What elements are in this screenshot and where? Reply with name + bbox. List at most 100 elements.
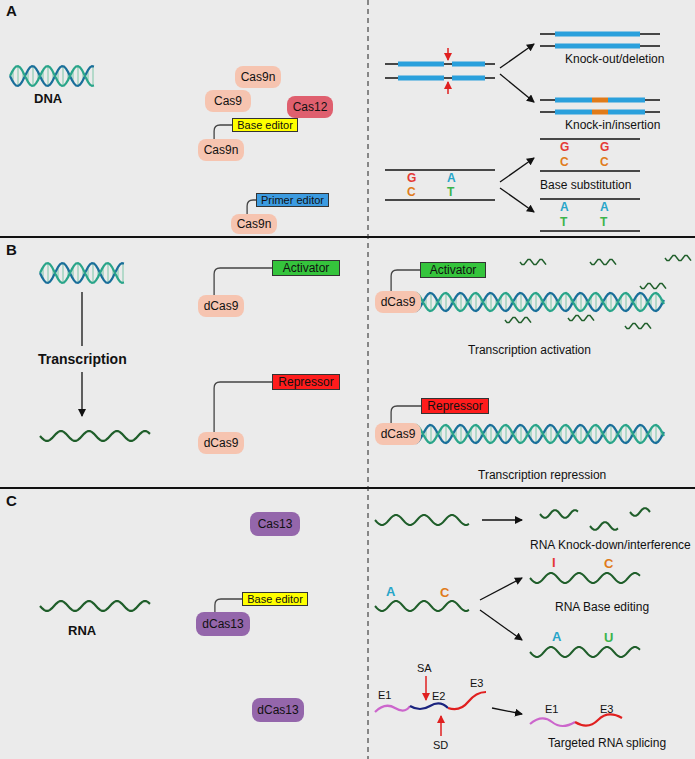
helix-rung [551,293,552,311]
column-divider [368,0,369,759]
helix-rung [93,66,94,86]
linker-line [247,200,256,214]
panel-letter: C [6,494,17,508]
node-text: Activator [430,263,477,277]
base-letter: T [600,215,607,229]
exon-label: E3 [470,676,483,690]
node-text: Base editor [247,593,303,605]
effector-box: Repressor [272,374,340,390]
node-text: Cas9n [241,70,276,84]
base-letter: G [600,140,609,154]
base-letter: C [604,557,613,571]
linker-line [214,125,232,139]
splice-site: SD [433,738,448,752]
base-letter: C [560,155,569,169]
base-letter: A [600,200,609,214]
rna-strand [630,508,650,516]
exon-label: E2 [432,689,445,703]
effector-box: Primer editor [256,193,329,207]
effector-box: Base editor [242,592,308,606]
helix-rung [63,66,64,86]
helix-rung [641,293,642,311]
rna-strand [590,522,618,530]
exon-label: E1 [378,688,391,702]
helix-rung [521,293,522,311]
rna-strand [375,601,469,611]
molecule-label: DNA [34,92,62,106]
dna-segments [398,34,645,112]
base-letter: A [386,585,395,599]
helix-strand [40,263,124,283]
panel-divider [0,236,695,238]
node-text: Cas13 [258,517,293,531]
panel-letter: A [6,4,17,18]
node-text: dCas9 [204,299,239,313]
process-label: Transcription [38,352,127,366]
outcome-label: Targeted RNA splicing [548,736,666,750]
helix-rung [491,293,492,311]
base-letter: U [604,631,613,645]
helix-rung [656,425,657,443]
helix-rung [461,293,462,311]
splice-site: SA [417,661,432,675]
effector-box: Activator [420,262,486,278]
molecule-label: RNA [68,624,96,638]
helix-rung [521,425,522,443]
helix-strand [40,263,124,283]
rna-strand [640,283,666,288]
helix-rung [596,425,597,443]
helix-rung [611,425,612,443]
cas-protein-box: Cas9n [235,66,281,88]
cas-protein-box: dCas9 [198,432,244,454]
helix-rung [431,293,432,311]
outcome-label: RNA Base editing [555,600,649,614]
rna-group [40,255,691,657]
dna-helix-group [10,66,664,443]
helix-rung [566,425,567,443]
helix-rung [626,293,627,311]
rna-strand [505,317,531,322]
helix-rung [641,425,642,443]
node-text: Cas12 [293,100,328,114]
node-text: dCas9 [381,427,416,441]
base-letter: G [407,171,416,185]
effector-box: Base editor [232,118,298,132]
helix-strand [10,66,94,86]
rna-strand [530,573,640,583]
helix-rung [611,293,612,311]
cas-protein-box: dCas13 [196,612,250,636]
helix-rung [48,66,49,86]
cas-protein-box: Cas9 [205,90,251,112]
insert-segment [592,100,608,112]
outcome-label: Transcription activation [468,343,591,357]
node-text: Repressor [427,399,482,413]
node-text: dCas13 [202,617,243,631]
helix-rung [18,66,19,86]
node-text: Base editor [237,119,293,131]
rna-strand [375,515,469,525]
rna-strand [40,601,150,611]
node-text: dCas9 [204,436,239,450]
node-text: dCas9 [381,295,416,309]
cut-arrows [426,48,448,736]
helix-rung [656,293,657,311]
node-text: Activator [283,261,330,275]
panel-letter: B [6,243,17,257]
panel-divider [0,487,695,489]
cas-protein-box: dCas9 [198,295,244,317]
helix-rung [33,66,34,86]
helix-rung [108,263,109,283]
rna-strand [625,323,651,328]
flow-arrows [82,44,534,714]
helix-rung [476,425,477,443]
helix-rung [123,263,124,283]
rna-strand [520,259,546,264]
helix-rung [491,425,492,443]
linker-line [214,268,272,295]
base-letter: A [560,200,569,214]
helix-rung [93,263,94,283]
rna-strand [540,510,578,518]
cas-protein-box: Cas9n [231,214,277,234]
